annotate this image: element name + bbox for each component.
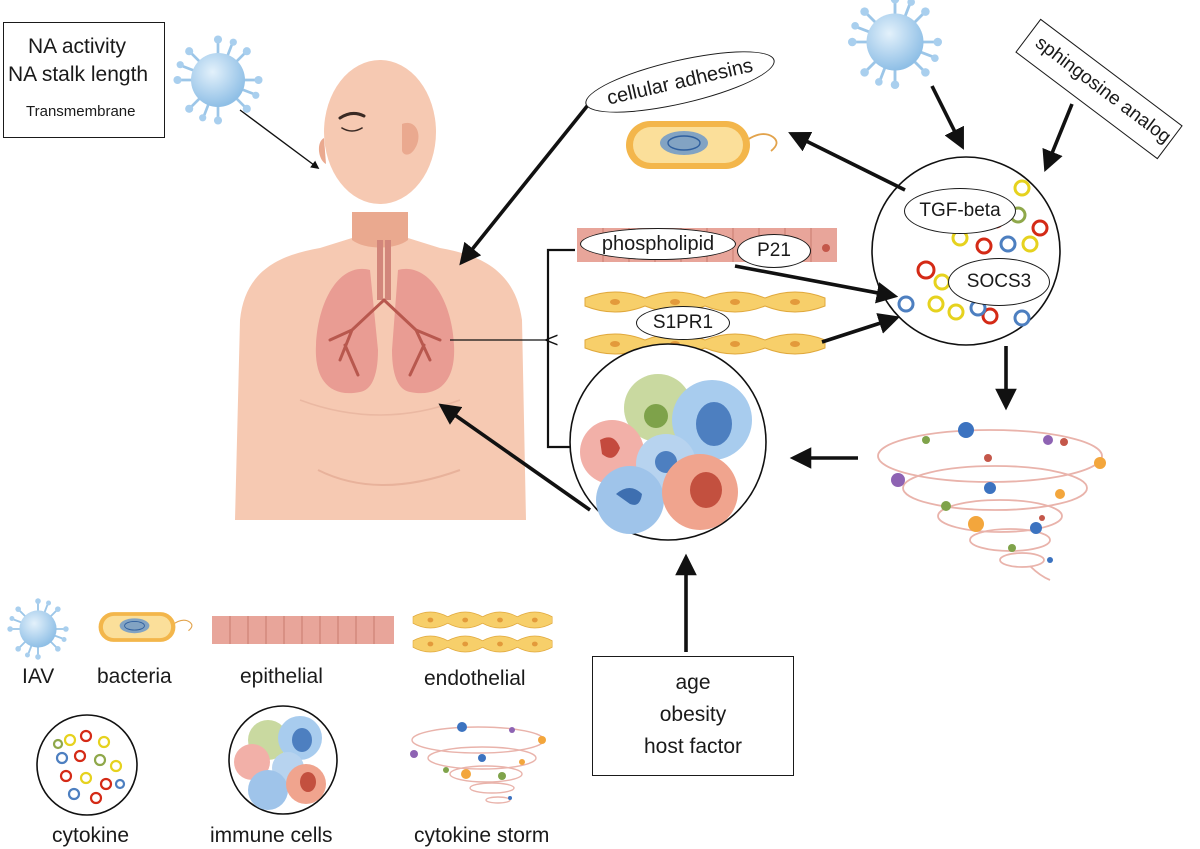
- legend-cytokine-storm-icon: [410, 722, 546, 804]
- virus-factors-box: NA activity NA stalk length Transmembran…: [3, 22, 165, 138]
- cytokine-circle: [871, 156, 1061, 346]
- legend-bacteria-label: bacteria: [97, 665, 172, 688]
- legend-endothelial-label: endothelial: [424, 667, 526, 690]
- transmembrane-label: Transmembrane: [26, 103, 136, 120]
- s1pr1-oval: S1PR1: [636, 306, 730, 340]
- iav-virus-icon-top: [846, 0, 944, 91]
- lungs: [315, 240, 455, 394]
- tgf-beta-oval: TGF-beta: [904, 188, 1016, 234]
- host-factor-label: host factor: [643, 735, 743, 758]
- legend-iav-icon: [6, 597, 70, 661]
- human-torso: [235, 60, 526, 520]
- legend-cytokine-label: cytokine: [52, 824, 130, 847]
- bacteria-icon: [625, 120, 778, 170]
- pathway-arrows: [438, 85, 1074, 652]
- host-factor-box: age obesity host factor: [592, 656, 794, 776]
- age-label: age: [675, 671, 711, 694]
- cytokine-storm-spiral: [877, 429, 1103, 581]
- legend-cytokine-storm-label: cytokine storm: [414, 824, 550, 847]
- legend-endothelial-row-1: [412, 611, 553, 629]
- legend-epithelial-label: epithelial: [240, 665, 323, 688]
- iav-virus-icon: [172, 34, 264, 126]
- legend-endothelial-row-2: [412, 635, 553, 653]
- socs3-oval: SOCS3: [948, 258, 1050, 306]
- phospholipid-oval: phospholipid: [580, 228, 736, 260]
- p21-oval: P21: [737, 234, 811, 268]
- legend-immune-cells-icon: [228, 705, 338, 815]
- immune-cells-circle: [569, 343, 767, 541]
- obesity-label: obesity: [659, 703, 727, 726]
- legend-immune-cells-label: immune cells: [210, 824, 333, 847]
- cytokine-storm-dots: [891, 422, 1106, 563]
- legend-iav-label: IAV: [22, 665, 55, 688]
- na-activity-label: NA activity: [28, 35, 127, 58]
- legend-cytokine-icon: [36, 714, 138, 816]
- legend-epithelial-icon: [212, 616, 394, 644]
- legend-bacteria-icon: [98, 611, 193, 643]
- na-stalk-length-label: NA stalk length: [8, 63, 149, 86]
